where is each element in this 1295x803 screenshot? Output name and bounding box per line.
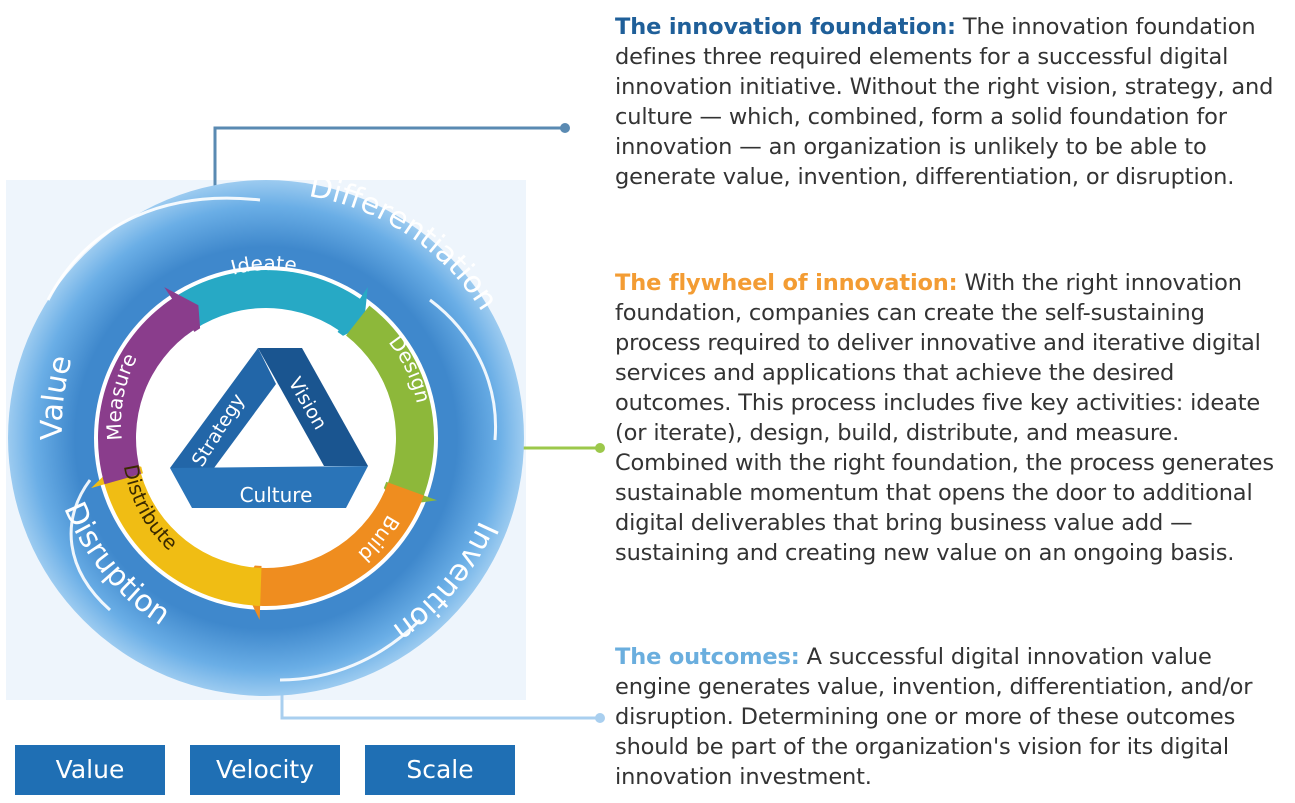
section-flywheel-body: With the right innovation foundation, co… xyxy=(615,270,1274,566)
section-foundation-body: The innovation foundation defines three … xyxy=(615,14,1274,190)
flywheel-connector-dot xyxy=(595,443,605,453)
triangle-side-vision xyxy=(258,348,368,466)
foundation-triangle xyxy=(170,348,368,508)
triangle-side-strategy xyxy=(170,348,276,468)
triangle-side-culture xyxy=(170,466,368,508)
flywheel-arc-measure xyxy=(97,287,202,485)
section-flywheel: The flywheel of innovation: With the rig… xyxy=(615,268,1290,568)
section-foundation-heading: The innovation foundation: xyxy=(615,14,956,40)
ring-swirl-1 xyxy=(46,196,261,301)
ring-swirl-4 xyxy=(69,479,111,612)
velocity-pill[interactable]: Velocity xyxy=(190,745,340,795)
foundation-label-culture: Culture xyxy=(240,483,313,507)
outcomes-connector-dot xyxy=(595,713,605,723)
ring-swirl-3 xyxy=(279,618,422,682)
value-pill[interactable]: Value xyxy=(15,745,165,795)
section-outcomes: The outcomes: A successful digital innov… xyxy=(615,642,1290,792)
flywheel-arc-ideate xyxy=(162,270,368,342)
section-outcomes-heading: The outcomes: xyxy=(615,644,800,670)
scale-pill[interactable]: Scale xyxy=(365,745,515,795)
section-flywheel-heading: The flywheel of innovation: xyxy=(615,270,958,296)
section-outcomes-body: A successful digital innovation value en… xyxy=(615,644,1253,790)
ring-swirl-2 xyxy=(429,298,498,441)
flywheel-arc-design xyxy=(346,305,438,506)
triangle-center xyxy=(226,408,304,466)
flywheel-arc-distribute xyxy=(91,461,262,606)
foundation-connector-dot xyxy=(560,123,570,133)
section-foundation: The innovation foundation: The innovatio… xyxy=(615,12,1290,192)
flywheel-arcs xyxy=(91,270,438,620)
flywheel-arc-build xyxy=(242,482,424,620)
